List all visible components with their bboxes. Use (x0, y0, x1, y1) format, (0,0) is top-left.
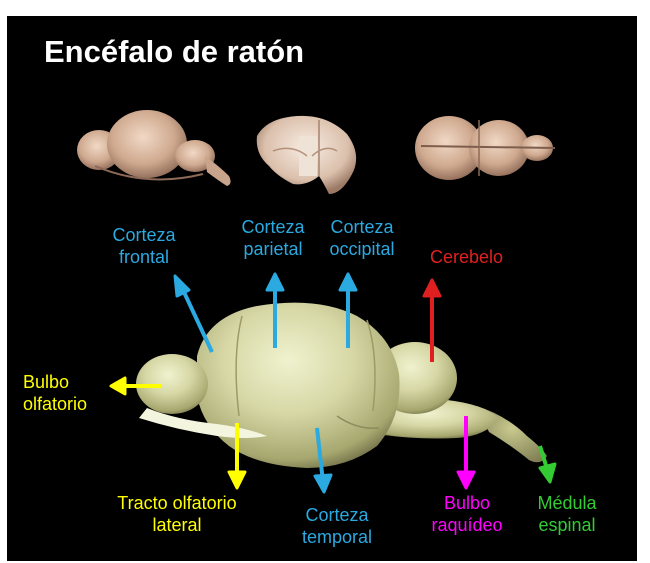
arrow-medula-espinal (538, 445, 557, 484)
label-bulbo-raquideo: Bulbo raquídeo (431, 493, 503, 535)
slide-title: Encéfalo de ratón (44, 34, 305, 69)
arrow-bulbo-olfatorio (109, 376, 161, 396)
label-medula-espinal: Médula espinal (537, 493, 597, 535)
arrow-corteza-occipital (338, 272, 358, 348)
brain-thumbnail-ventral (256, 115, 357, 194)
label-bulbo-olfatorio: Bulbo olfatorio (23, 372, 88, 414)
arrow-corteza-temporal (313, 427, 333, 494)
brain-main-photo (136, 302, 547, 468)
label-corteza-frontal: Corteza frontal (112, 225, 176, 267)
brain-thumbnail-dorsal (415, 116, 556, 180)
label-corteza-temporal: Corteza temporal (301, 505, 373, 547)
arrow-tracto-olfatorio (227, 423, 247, 490)
arrow-cerebelo (422, 278, 442, 362)
label-tracto-olfatorio-lateral: Tracto olfatorio lateral (117, 493, 237, 535)
arrow-corteza-parietal (265, 272, 285, 348)
arrow-corteza-frontal (173, 274, 214, 353)
arrow-bulbo-raquideo (456, 416, 476, 490)
slide: Encéfalo de ratón (7, 16, 637, 561)
label-corteza-occipital: Corteza occipital (329, 217, 395, 259)
brain-thumbnail-lateral (77, 110, 231, 186)
label-cerebelo: Cerebelo (430, 247, 504, 267)
label-corteza-parietal: Corteza parietal (241, 217, 305, 259)
brain-images (77, 110, 557, 494)
